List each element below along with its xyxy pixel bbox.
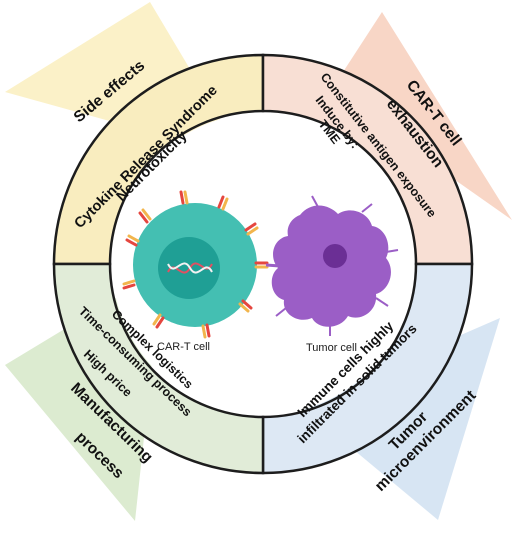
synapse-link — [265, 263, 281, 268]
cart-cell — [122, 190, 269, 339]
tumor-cell — [265, 195, 399, 336]
tumor-cell-nucleus — [323, 244, 347, 268]
quadrant-bottom-left — [52, 262, 265, 475]
dna-strand — [167, 262, 213, 274]
cart-cell-label: CAR-T cell — [157, 341, 210, 353]
car-receptors — [122, 190, 269, 339]
car-t-exhaustion-flag — [330, 12, 512, 220]
tumor-spikes — [275, 195, 399, 336]
tumor-cell-label: Tumor cell — [306, 342, 357, 354]
